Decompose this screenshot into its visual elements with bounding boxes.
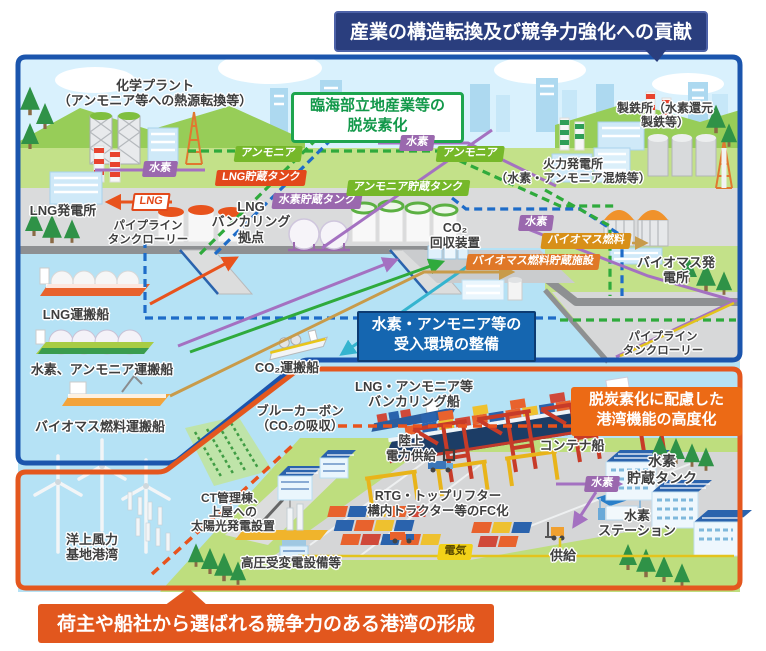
chip-lng-storage-tank: LNG貯蔵タンク	[214, 170, 308, 187]
chip-hydrogen-mid: 水素	[517, 215, 555, 232]
label-co2-capture: CO₂ 回収装置	[429, 221, 481, 250]
yard-truck	[390, 532, 414, 544]
region-border-blue	[15, 54, 743, 466]
h2-nh3-carrier-illustration	[35, 329, 154, 355]
label-substation: 高圧受変電設備等	[240, 556, 342, 570]
label-pipeline-tanker-left: パイプライン タンクローリー	[107, 220, 189, 246]
label-h2-nh3-carrier: 水素、アンモニア運搬船	[30, 362, 174, 377]
label-ct-solar: CT管理棟、 上屋への 太陽光発電設置	[190, 491, 276, 534]
biomass-storage-illustration	[461, 277, 523, 301]
container-yard-illustration	[327, 449, 560, 547]
chip-biomass-storage: バイオマス燃料貯蔵施設	[465, 254, 601, 271]
label-chemical-plant: 化学プラント （アンモニア等への熱源転換等）	[57, 78, 253, 109]
label-lng-power: LNG発電所	[29, 203, 97, 218]
chip-nh3-storage-tank: アンモニア貯蔵タンク	[346, 180, 470, 197]
co2-capture-illustration	[427, 237, 469, 260]
label-co2-carrier: CO₂運搬船	[254, 360, 320, 375]
chip-ammonia-1: アンモニア	[233, 146, 303, 163]
label-shore-power: 陸上 電力供給	[385, 434, 437, 463]
chemical-plant-illustration	[89, 111, 203, 165]
chip-ammonia-2: アンモニア	[435, 146, 505, 163]
zone-port-function-upgrade: 脱炭素化に配慮した 港湾機能の高度化	[571, 387, 742, 436]
ammonia-tanks-illustration	[350, 199, 459, 243]
hydrogen-spheres-illustration	[288, 218, 350, 252]
bottom-banner: 荷主や船社から選ばれる競争力のある港湾の形成	[38, 604, 494, 643]
lng-tanks-illustration	[157, 205, 245, 243]
chip-hydrogen-left: 水素	[141, 161, 179, 178]
label-container-ship: コンテナ船	[539, 438, 605, 453]
label-supply: 供給	[549, 548, 577, 563]
label-lng-bunkering-base: LNG バンカリング 拠点	[211, 199, 291, 245]
ct-buildings-illustration	[277, 450, 356, 501]
label-thermal-power: 火力発電所 （水素・アンモニア混焼等）	[495, 157, 651, 186]
label-h2-station: 水素 ステーション	[598, 508, 676, 539]
label-rtg-fc: RTG・トップリフター 構内トラクター等のFC化	[367, 489, 509, 518]
label-bunkering-ship: LNG・アンモニア等 バンカリング船	[355, 379, 473, 410]
zone-hydrogen-ammonia-receiving: 水素・アンモニア等の 受入環境の整備	[357, 311, 536, 362]
biomass-carrier-illustration	[62, 375, 170, 406]
chip-hydrogen-top: 水素	[398, 135, 436, 152]
label-biomass-power: バイオマス発電所	[636, 255, 715, 286]
zone-coastal-industry-decarbonization: 臨海部立地産業等の 脱炭素化	[291, 92, 464, 143]
label-h2-storage-tank: 水素 貯蔵タンク	[627, 453, 697, 486]
chip-hydrogen-right: 水素	[583, 476, 621, 493]
label-biomass-carrier: バイオマス燃料運搬船	[34, 419, 166, 434]
offshore-wind-illustration	[33, 438, 328, 554]
region-border-orange	[15, 366, 743, 591]
plug-icon	[442, 448, 456, 462]
chip-lng: LNG	[131, 193, 171, 212]
label-blue-carbon: ブルーカーボン （CO₂の吸収）	[256, 404, 344, 433]
label-pipeline-tanker-right: パイプライン タンクローリー	[622, 331, 704, 357]
shore-power-truck	[428, 461, 453, 473]
crane-vessel	[235, 490, 328, 540]
label-steel-works: 製鉄所（水素還元製鉄等）	[616, 101, 713, 130]
thermal-power-plant-illustration	[551, 117, 631, 183]
chip-electricity: 電気	[436, 544, 474, 561]
chip-biomass-fuel: バイオマス燃料	[540, 233, 632, 250]
lng-carrier-illustration	[39, 267, 150, 296]
label-offshore-wind: 洋上風力 基地港湾	[65, 532, 119, 563]
seaweed-illustration	[185, 416, 272, 486]
label-lng-carrier: LNG運搬船	[42, 307, 110, 322]
steelworks-illustration	[597, 91, 733, 189]
lng-power-plant-illustration	[49, 145, 121, 205]
substation-illustration	[279, 540, 309, 563]
